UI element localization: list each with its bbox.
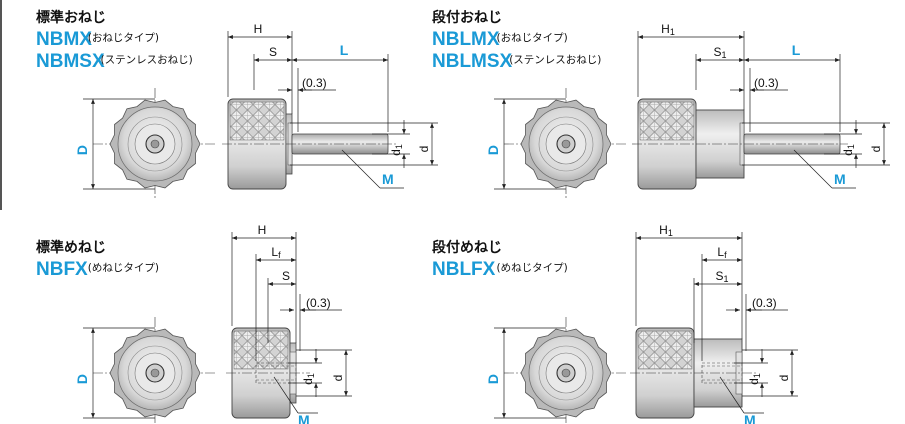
- dimension-label-d1: d1: [301, 373, 316, 385]
- dimension-label-M: M: [744, 412, 756, 424]
- product-code-note: (めねじタイプ): [497, 262, 568, 274]
- dimension-label-H: H1: [661, 22, 675, 37]
- dimension-label-gap: (0.3): [306, 296, 331, 310]
- dimension-label-d1: d1: [841, 144, 856, 156]
- product-code-note: (おねじタイプ): [497, 32, 568, 44]
- dimension-label-M: M: [298, 412, 310, 424]
- dimension-label-S: S: [282, 269, 290, 283]
- dimension-label-D: D: [485, 145, 501, 155]
- product-code: NBMX: [36, 29, 92, 50]
- product-code: NBMSX: [36, 51, 105, 72]
- thread-leader: [793, 149, 833, 189]
- dimension-label-M: M: [834, 171, 846, 187]
- panel-title: 標準おねじ: [36, 9, 106, 26]
- dimension-label-gap: (0.3): [754, 76, 779, 90]
- dimension-label-S: S1: [715, 269, 728, 284]
- dimension-label-d: d: [417, 146, 431, 153]
- thread-leader: [719, 376, 745, 414]
- panel-title: 段付おねじ: [432, 9, 502, 26]
- dimension-label-H: H: [254, 22, 263, 36]
- thread-leader: [341, 149, 381, 189]
- dimension-label-L: L: [340, 42, 349, 58]
- dimension-label-Lf: Lf: [271, 245, 281, 260]
- left-frame-line: [0, 0, 2, 210]
- dimension-label-gap: (0.3): [302, 76, 327, 90]
- panel-title: 標準めねじ: [36, 239, 106, 256]
- product-code-note: (ステンレスおねじ): [509, 54, 601, 66]
- panel-3: 標準めねじ NBFX(めねじタイプ) D H LfS (0.3) d1 dM: [36, 223, 352, 424]
- dimension-label-D: D: [74, 374, 90, 384]
- dimension-label-d: d: [777, 375, 791, 382]
- dimension-label-gap: (0.3): [752, 296, 777, 310]
- panel-1: 標準おねじ NBMX(おねじタイプ) NBMSX(ステンレスおねじ) D HS L (0.3…: [36, 9, 438, 200]
- dimension-label-D: D: [74, 145, 90, 155]
- dimension-label-D: D: [485, 374, 501, 384]
- product-code-note: (めねじタイプ): [88, 262, 159, 274]
- dimension-label-S: S: [269, 45, 277, 59]
- dimension-label-H: H1: [659, 223, 673, 238]
- knob-end-view: [520, 328, 612, 418]
- product-code: NBLMSX: [432, 51, 513, 72]
- dimension-label-Lf: Lf: [717, 245, 727, 260]
- panel-title: 段付めねじ: [432, 239, 502, 256]
- product-code: NBLMX: [432, 29, 500, 50]
- dimension-label-d1: d1: [389, 144, 404, 156]
- product-code-note: (おねじタイプ): [88, 32, 159, 44]
- knob-end-view: [520, 99, 612, 189]
- dimension-label-H: H: [258, 223, 267, 237]
- dimension-label-L: L: [792, 42, 801, 58]
- dimension-label-S: S1: [713, 45, 726, 60]
- dimension-label-d: d: [869, 146, 883, 153]
- knob-end-view: [109, 328, 201, 418]
- thread-leader: [273, 376, 299, 414]
- dimension-label-M: M: [382, 171, 394, 187]
- product-code-note: (ステンレスおねじ): [101, 54, 193, 66]
- product-code: NBLFX: [432, 259, 496, 280]
- knob-end-view: [109, 99, 201, 189]
- dimension-label-d1: d1: [747, 373, 762, 385]
- dimension-label-d: d: [331, 375, 345, 382]
- product-code: NBFX: [36, 259, 88, 280]
